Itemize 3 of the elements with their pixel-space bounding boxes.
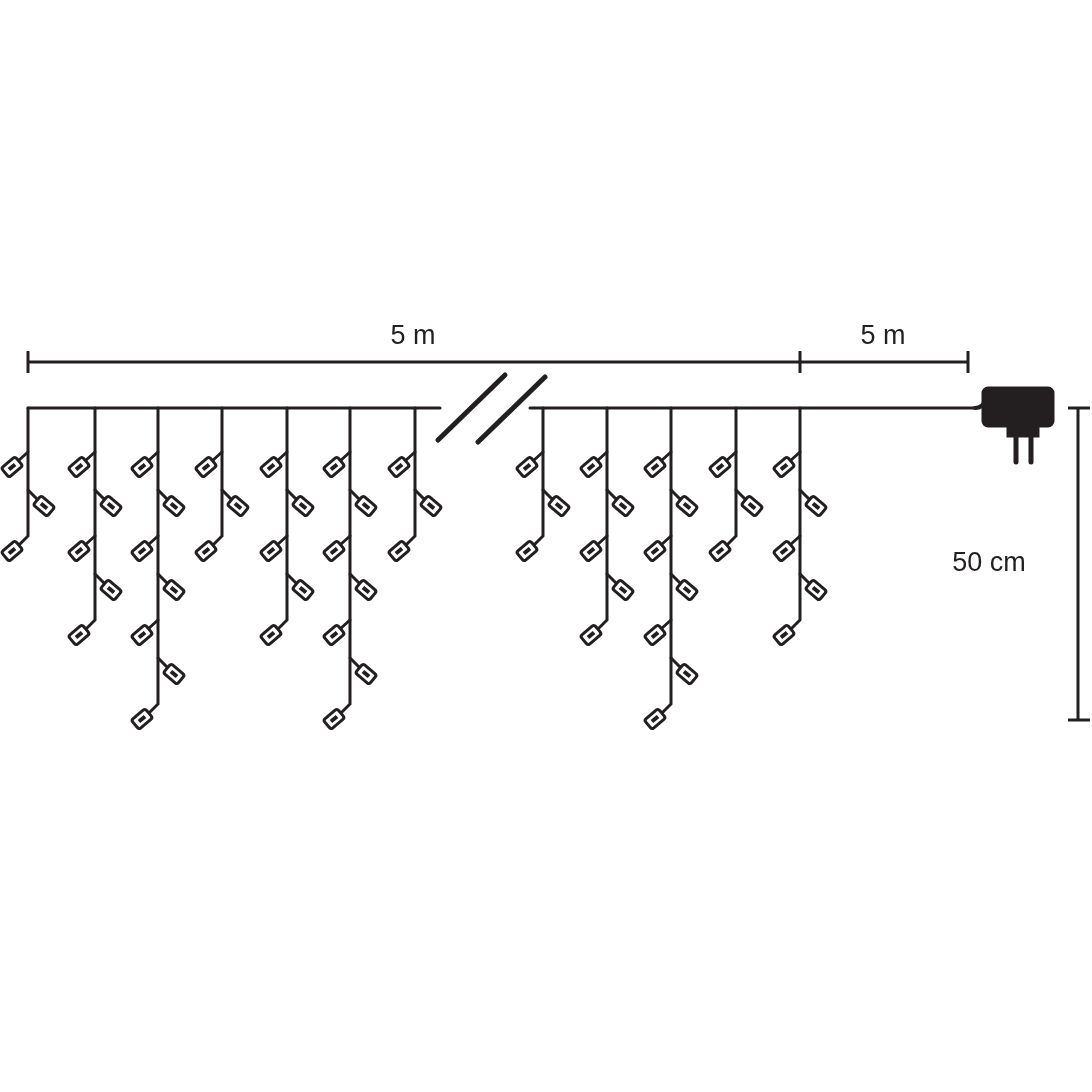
dimension-label: 5 m bbox=[860, 319, 906, 351]
dimension-label: 50 cm bbox=[952, 546, 1026, 578]
dimension-label: 5 m bbox=[390, 319, 436, 351]
